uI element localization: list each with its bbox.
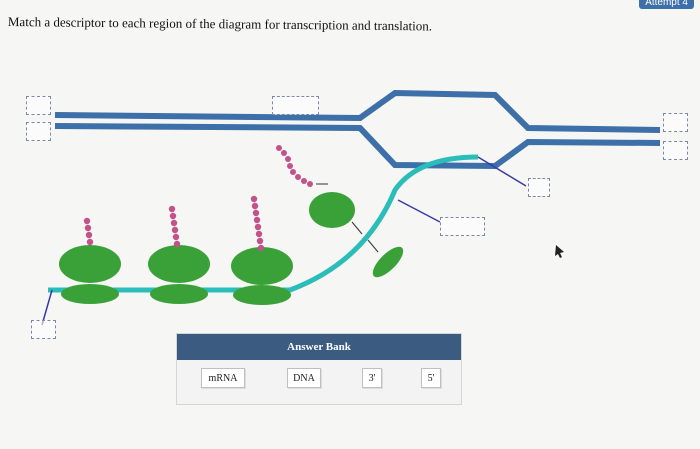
dna-strand-bottom [54, 123, 661, 170]
answer-chip-3-prime[interactable]: 3' [362, 368, 382, 388]
ribosome-large-subunit-free [309, 192, 355, 228]
polypeptide-chain-3 [250, 195, 265, 252]
dropzone-dna-top-center[interactable] [272, 96, 319, 115]
ribosome-1-large [59, 245, 121, 283]
released-polypeptide [276, 145, 313, 187]
ribosome-2-large [148, 245, 210, 283]
subunit-arrow-1 [351, 221, 363, 235]
answer-chip-dna[interactable]: DNA [287, 368, 321, 388]
dna-strand-top [54, 89, 661, 133]
pointer-line-mrna-end [41, 289, 53, 326]
ribosome-3-small [233, 285, 291, 305]
dropzone-dna-top-left[interactable] [26, 96, 51, 115]
attempt-badge: Attempt 4 [639, 0, 694, 9]
answer-bank-title: Answer Bank [177, 334, 461, 360]
dropzone-dna-bottom-left[interactable] [26, 122, 51, 141]
ribosome-3-large [231, 247, 293, 285]
dropzone-dna-top-right[interactable] [663, 113, 688, 132]
dropzone-mrna-middle[interactable] [440, 217, 485, 236]
ribosome-2-small [150, 284, 208, 304]
subunit-arrow-2 [367, 239, 379, 253]
mrna-strand [48, 154, 479, 293]
dropzone-dna-bottom-right[interactable] [663, 141, 688, 160]
dropzone-mrna-end[interactable] [31, 320, 56, 339]
cursor-arrow-icon [555, 245, 564, 258]
pointer-line-mrna-start [477, 156, 527, 187]
ribosome-small-subunit-free [372, 246, 404, 278]
polypeptide-chain-1 [83, 217, 94, 246]
ribosome-1-small [61, 284, 119, 304]
answer-chip-mrna[interactable]: mRNA [201, 368, 245, 388]
answer-chip-5-prime[interactable]: 5' [421, 368, 441, 388]
answer-bank: Answer Bank mRNA DNA 3' 5' [176, 333, 462, 405]
polypeptide-chain-2 [168, 205, 181, 248]
pointer-line-mrna-middle [397, 199, 441, 223]
dropzone-mrna-start[interactable] [528, 178, 550, 197]
